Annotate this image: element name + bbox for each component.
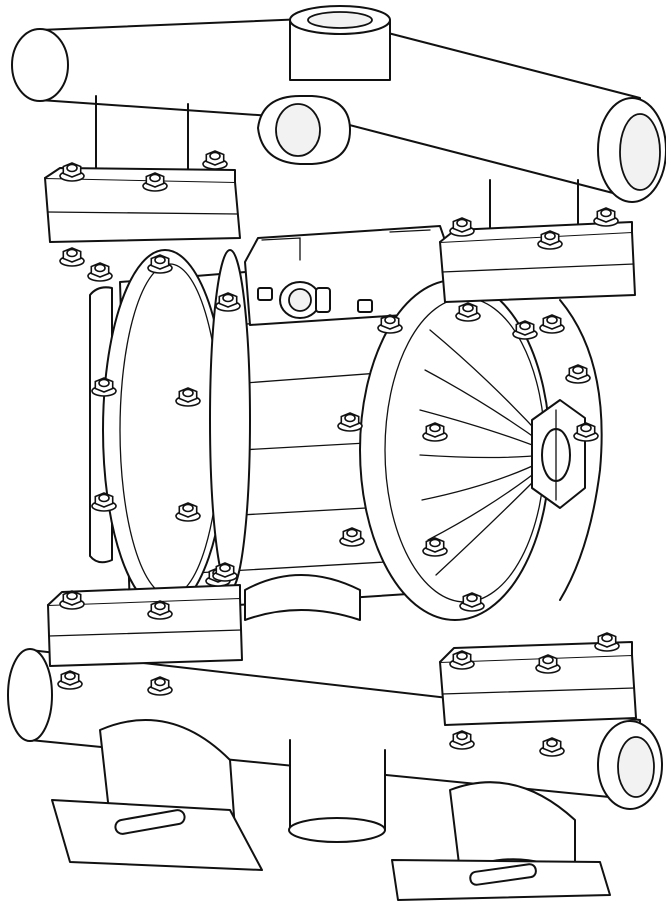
- hex-bolt-icon: [147, 600, 173, 620]
- hex-bolt-icon: [449, 730, 475, 750]
- hex-bolt-icon: [459, 592, 485, 612]
- bottom-manifold-left-port: [7, 648, 53, 742]
- hex-bolt-icon: [147, 676, 173, 696]
- upper-left-flange-top: [44, 167, 236, 183]
- top-left-leg: [95, 95, 189, 176]
- top-manifold-left-port: [11, 28, 69, 102]
- valve-plug-right: [357, 299, 373, 313]
- hex-bolt-icon: [377, 314, 403, 334]
- left-ring-outer: [102, 249, 228, 611]
- lower-left-flange-seam: [48, 629, 242, 637]
- hex-bolt-icon: [87, 262, 113, 282]
- upper-right-flange-plate: [439, 231, 636, 303]
- hex-bolt-icon: [565, 364, 591, 384]
- top-spout-bore: [307, 11, 373, 29]
- right-foot: [391, 781, 611, 901]
- hex-bolt-icon: [537, 230, 563, 250]
- left-foot: [51, 719, 263, 871]
- lower-right-flange-top: [439, 641, 633, 663]
- right-rim-edge: [559, 299, 603, 601]
- hex-bolt-icon: [455, 302, 481, 322]
- upper-right-flange: [439, 221, 636, 303]
- upper-left-flange-plate: [44, 177, 241, 243]
- top-manifold-right-bore: [619, 113, 661, 191]
- hex-bolt-icon: [59, 162, 85, 182]
- hex-bolt-icon: [422, 537, 448, 557]
- hex-bolt-icon: [422, 422, 448, 442]
- hex-bolt-icon: [512, 320, 538, 340]
- bottom-manifold: [7, 648, 663, 843]
- lower-left-flange-top: [47, 584, 241, 606]
- hex-bolt-icon: [535, 654, 561, 674]
- lower-left-flange: [47, 584, 243, 667]
- left-foot-slot: [114, 809, 186, 835]
- bolt-set: [57, 150, 620, 757]
- top-manifold: [11, 5, 666, 246]
- hex-bolt-icon: [539, 737, 565, 757]
- hex-bolt-icon: [573, 422, 599, 442]
- upper-left-flange: [44, 167, 241, 243]
- hex-bolt-icon: [593, 207, 619, 227]
- air-inlet-bore: [288, 288, 312, 312]
- hex-bolt-icon: [539, 314, 565, 334]
- hex-bolt-icon: [212, 562, 238, 582]
- hex-bolt-icon: [339, 527, 365, 547]
- bottom-spout-rim: [288, 817, 386, 843]
- hex-bolt-icon: [59, 590, 85, 610]
- lower-right-flange: [439, 641, 637, 726]
- lower-right-flange-seam: [441, 687, 635, 695]
- upper-right-flange-seam: [441, 263, 635, 273]
- right-diaphragm-cover: [359, 279, 603, 621]
- hex-bolt-icon: [215, 292, 241, 312]
- left-foot-base: [51, 799, 263, 871]
- valve-plug-left: [257, 287, 273, 301]
- air-valve-block-edges: [261, 229, 431, 261]
- hex-bolt-icon: [59, 247, 85, 267]
- hex-bolt-icon: [202, 150, 228, 170]
- top-spout-body: [289, 19, 391, 81]
- hex-bolt-icon: [175, 502, 201, 522]
- hex-bolt-icon: [91, 492, 117, 512]
- right-dome-ribs: [419, 329, 546, 576]
- hex-bolt-icon: [142, 172, 168, 192]
- hex-bolt-icon: [91, 377, 117, 397]
- bottom-manifold-right-bore: [617, 736, 655, 798]
- right-foot-slot: [469, 863, 537, 886]
- hex-bolt-icon: [337, 412, 363, 432]
- hex-bolt-icon: [175, 387, 201, 407]
- bottom-spout-body: [289, 739, 386, 831]
- lower-centre-neck: [244, 574, 361, 621]
- hex-bolt-icon: [57, 670, 83, 690]
- hex-bolt-icon: [449, 650, 475, 670]
- air-inlet-nut: [315, 287, 331, 313]
- hex-bolt-icon: [449, 217, 475, 237]
- top-front-port-bore: [275, 103, 321, 157]
- upper-right-flange-top: [439, 221, 633, 243]
- upper-left-flange-seam: [47, 211, 239, 215]
- hex-bolt-icon: [594, 632, 620, 652]
- hex-bolt-icon: [147, 254, 173, 274]
